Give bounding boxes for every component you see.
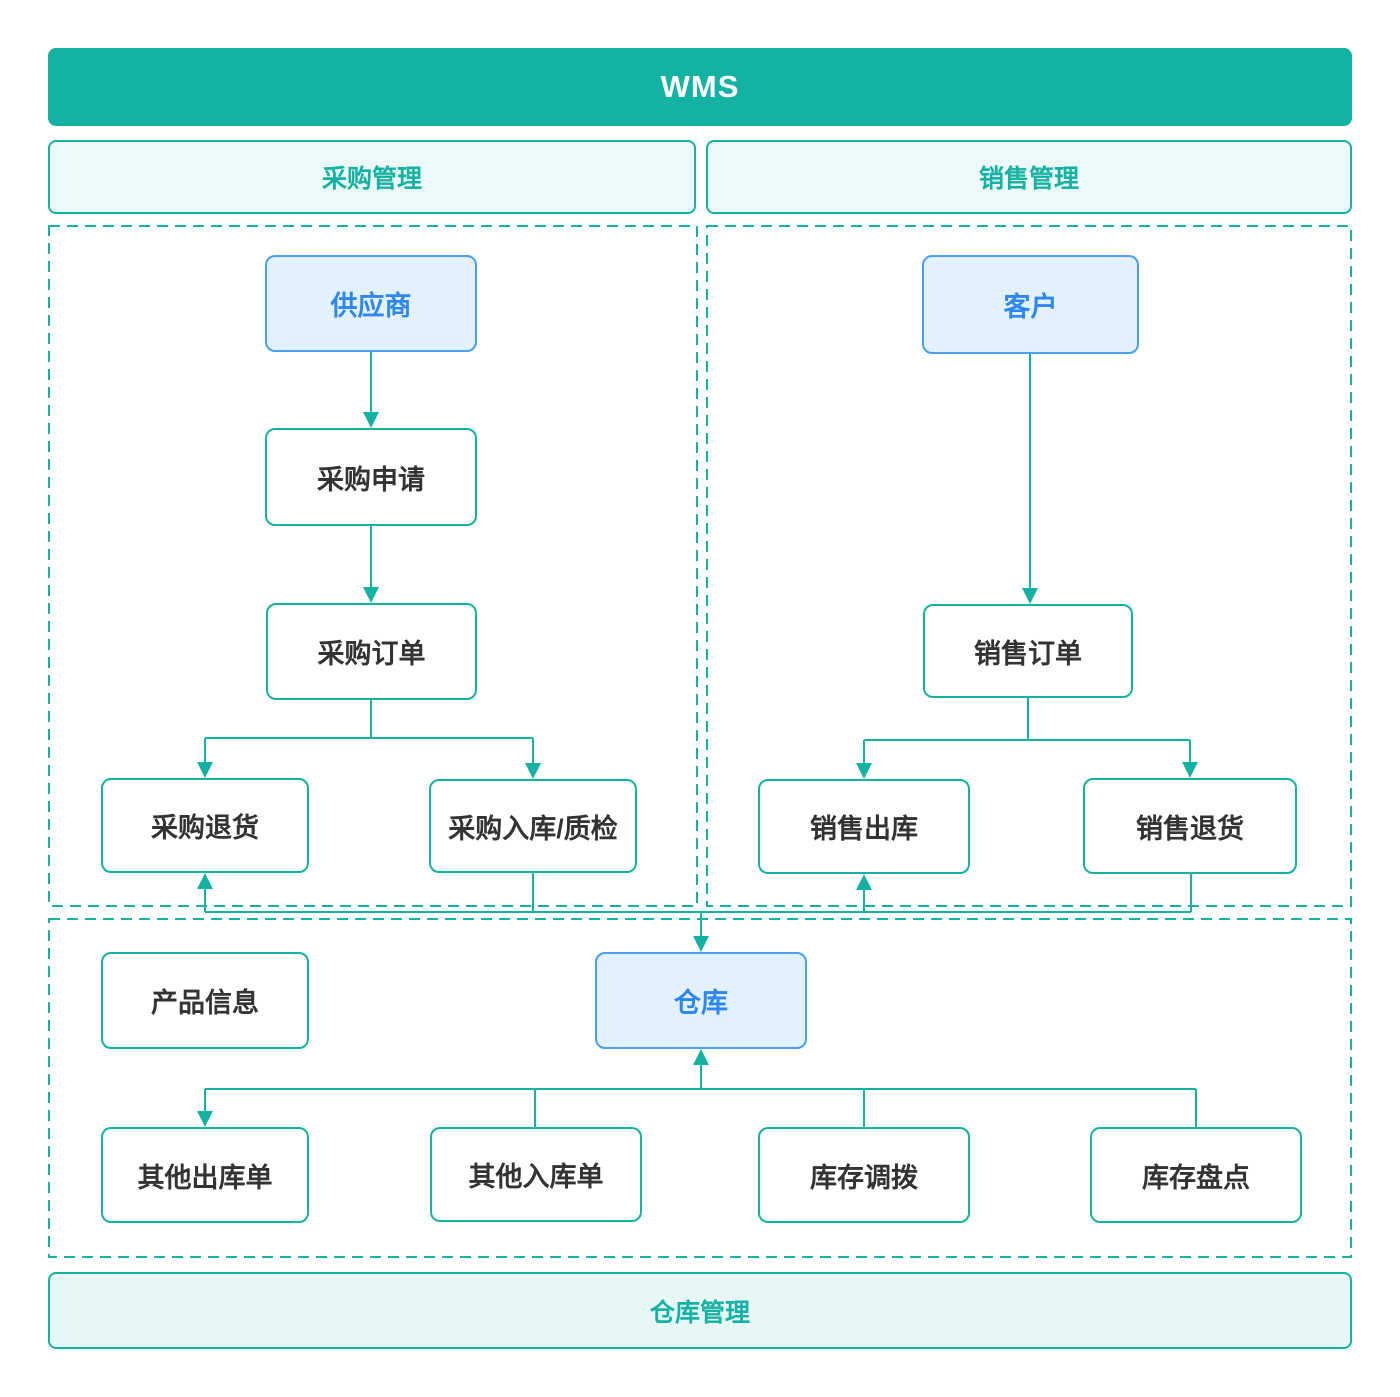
wms-title-banner[interactable]: WMS bbox=[48, 48, 1352, 126]
node-stock-count-label: 库存盘点 bbox=[1142, 1162, 1250, 1193]
node-other-outbound[interactable]: 其他出库单 bbox=[101, 1127, 309, 1223]
node-purchase-order-label: 采购订单 bbox=[317, 639, 426, 669]
purchase-region-border bbox=[48, 225, 698, 907]
wms-title: WMS bbox=[660, 69, 740, 104]
node-supplier[interactable]: 供应商 bbox=[265, 255, 477, 352]
node-purchase-request[interactable]: 采购申请 bbox=[265, 428, 477, 526]
node-product-info[interactable]: 产品信息 bbox=[101, 952, 309, 1049]
node-product-info-label: 产品信息 bbox=[151, 988, 259, 1018]
node-stock-count[interactable]: 库存盘点 bbox=[1090, 1127, 1302, 1223]
node-purchase-return[interactable]: 采购退货 bbox=[101, 778, 309, 873]
node-purchase-request-label: 采购申请 bbox=[317, 464, 425, 495]
sales-section-label: 销售管理 bbox=[978, 165, 1079, 193]
node-stock-transfer[interactable]: 库存调拨 bbox=[758, 1127, 970, 1223]
node-purchase-inbound-qc-label: 采购入库/质检 bbox=[448, 813, 618, 844]
node-purchase-order[interactable]: 采购订单 bbox=[266, 603, 477, 700]
edge-purchase-order-branch bbox=[205, 700, 533, 739]
node-sales-order[interactable]: 销售订单 bbox=[923, 604, 1133, 698]
purchase-section-label: 采购管理 bbox=[321, 165, 422, 193]
node-purchase-return-label: 采购退货 bbox=[151, 813, 259, 843]
sales-region-border bbox=[706, 225, 1352, 907]
node-other-outbound-label: 其他出库单 bbox=[137, 1162, 273, 1193]
node-warehouse[interactable]: 仓库 bbox=[595, 952, 807, 1049]
purchase-section-header[interactable]: 采购管理 bbox=[48, 140, 696, 214]
edge-sales-order-branch bbox=[864, 698, 1190, 741]
node-other-inbound[interactable]: 其他入库单 bbox=[430, 1127, 642, 1222]
node-sales-outbound-label: 销售出库 bbox=[810, 814, 918, 844]
edge-bottom-bus bbox=[205, 1088, 1197, 1127]
edge-warehouse-bus bbox=[205, 873, 1192, 913]
node-customer-label: 客户 bbox=[1003, 292, 1058, 322]
node-sales-return-label: 销售退货 bbox=[1136, 813, 1244, 844]
node-purchase-inbound-qc[interactable]: 采购入库/质检 bbox=[429, 779, 637, 873]
warehouse-section-header[interactable]: 仓库管理 bbox=[48, 1272, 1352, 1349]
node-other-inbound-label: 其他入库单 bbox=[468, 1162, 604, 1192]
node-sales-order-label: 销售订单 bbox=[974, 638, 1082, 669]
node-stock-transfer-label: 库存调拨 bbox=[810, 1162, 918, 1193]
node-sales-outbound[interactable]: 销售出库 bbox=[758, 779, 970, 874]
node-sales-return[interactable]: 销售退货 bbox=[1083, 778, 1297, 874]
node-customer[interactable]: 客户 bbox=[922, 255, 1139, 354]
warehouse-section-label: 仓库管理 bbox=[649, 1298, 750, 1327]
sales-section-header[interactable]: 销售管理 bbox=[706, 140, 1352, 214]
node-warehouse-label: 仓库 bbox=[674, 988, 728, 1018]
node-supplier-label: 供应商 bbox=[330, 291, 412, 321]
